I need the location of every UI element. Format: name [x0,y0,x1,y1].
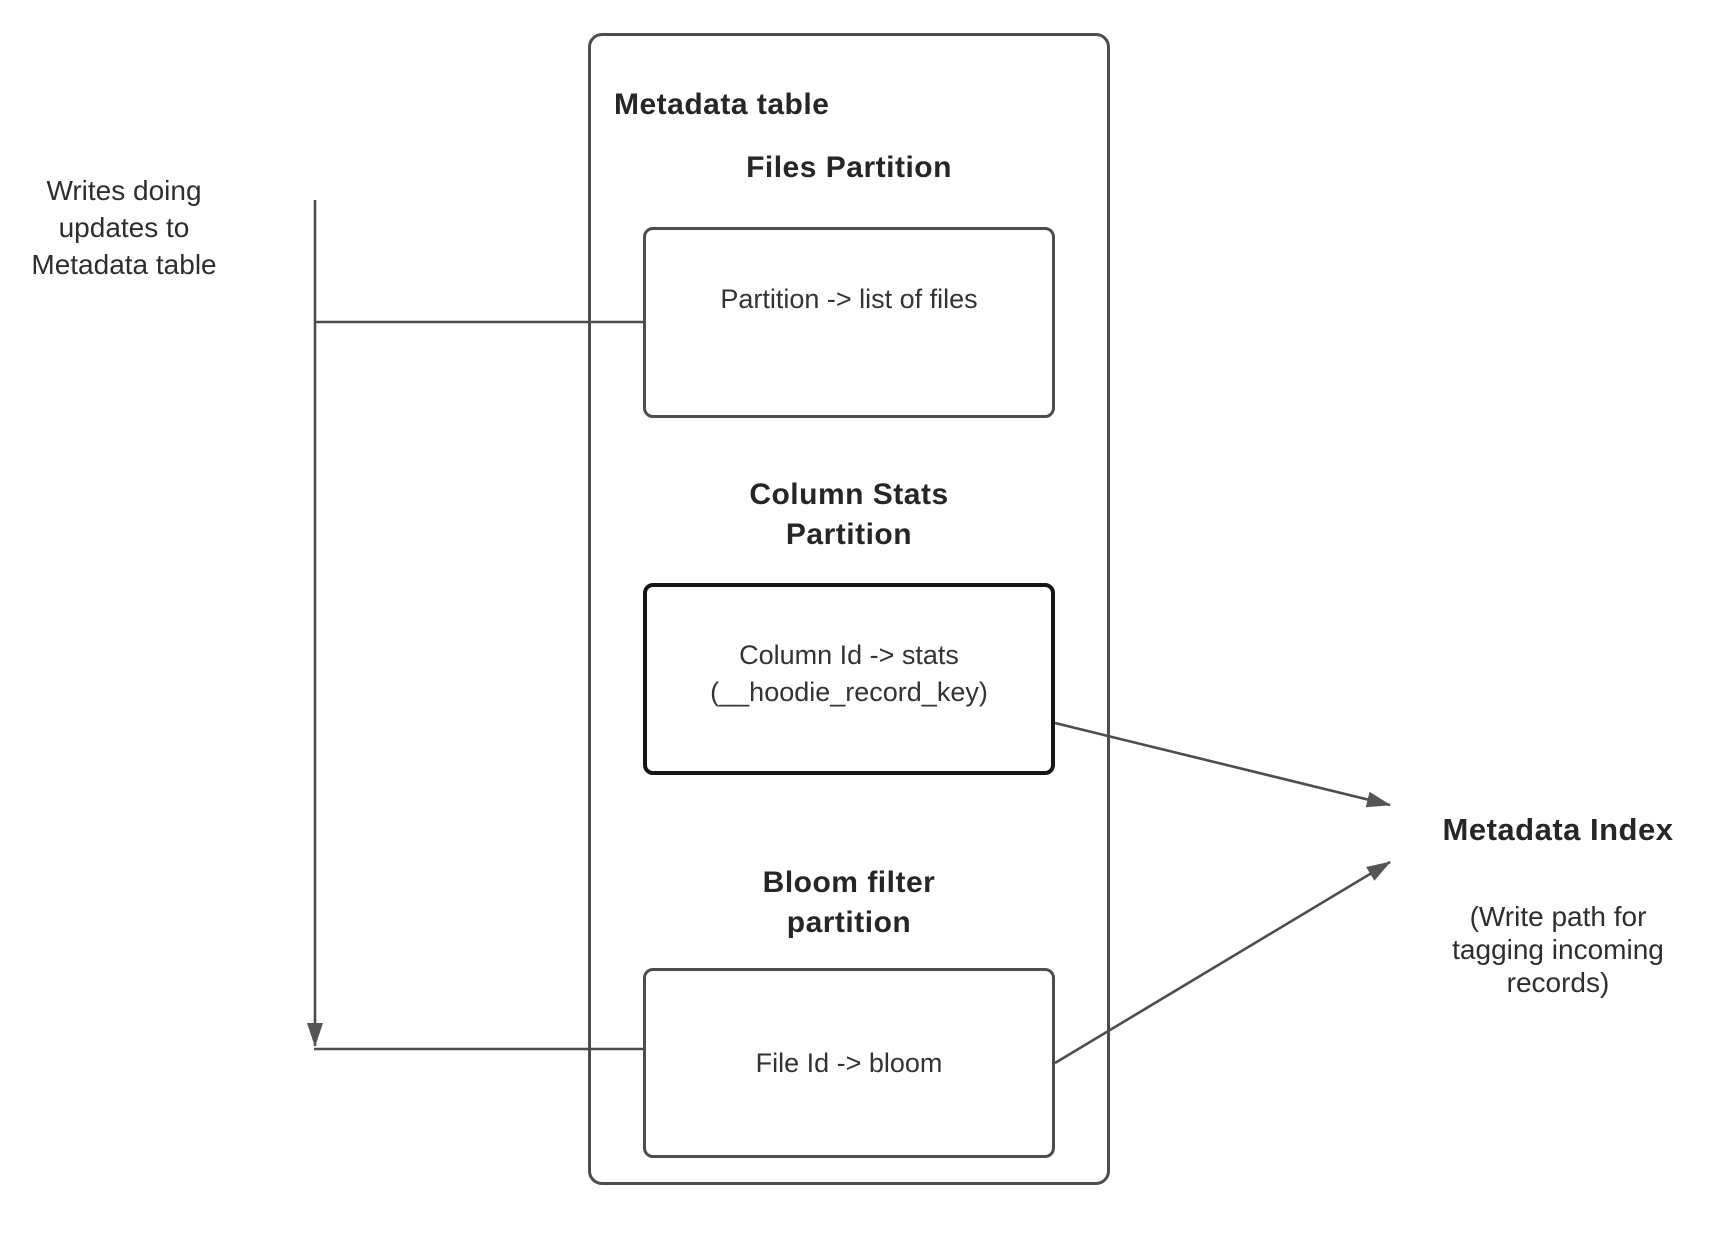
column-stats-partition-box: Column Id -> stats (__hoodie_record_key) [643,583,1055,775]
column-stats-partition-heading: Column Stats Partition [749,478,949,551]
metadata-index-title: Metadata Index [1442,812,1674,847]
bloom-filter-partition-box: File Id -> bloom [643,968,1055,1158]
metadata-table-title: Metadata table [614,88,830,121]
metadata-table-container [588,33,1110,1185]
bloom-filter-partition-body: File Id -> bloom [755,1048,943,1078]
metadata-index-subtitle: (Write path for tagging incoming records… [1452,901,1664,998]
files-partition-box: Partition -> list of files [643,227,1055,418]
writes-updates-note: Writes doing updates to Metadata table [31,175,217,280]
bloom-filter-partition-heading: Bloom filter partition [762,866,936,939]
column-stats-partition-body: Column Id -> stats (__hoodie_record_key) [710,640,988,707]
files-partition-body: Partition -> list of files [720,284,978,314]
files-partition-heading: Files Partition [746,151,952,184]
